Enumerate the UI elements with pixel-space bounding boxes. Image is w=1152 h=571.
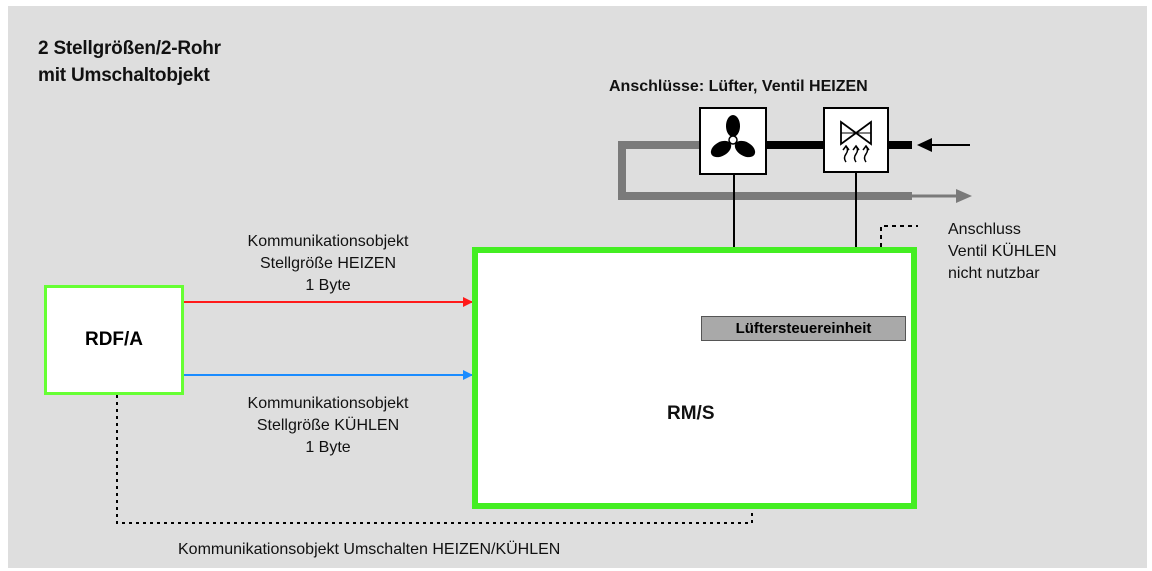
return-pipe xyxy=(618,141,912,200)
cooling-object-line-2: Stellgröße KÜHLEN xyxy=(256,417,400,434)
heating-object-line-2: Stellgröße HEIZEN xyxy=(259,255,397,272)
inflow-arrowhead xyxy=(917,138,932,152)
title-line-2: mit Umschaltobjekt xyxy=(38,65,210,86)
switchover-object-label: Kommunikationsobjekt Umschalten HEIZEN/K… xyxy=(178,541,561,558)
outflow-arrowhead xyxy=(956,189,972,203)
cooling-valve-note-line-1: Anschluss xyxy=(948,221,1021,238)
cooling-object-label: Kommunikationsobjekt Stellgröße KÜHLEN 1… xyxy=(218,393,438,459)
rdf-device: RDF/A xyxy=(44,285,184,395)
cooling-valve-note: Anschluss Ventil KÜHLEN nicht nutzbar xyxy=(948,219,1057,285)
heating-object-label: Kommunikationsobjekt Stellgröße HEIZEN 1… xyxy=(218,231,438,297)
fan-control-unit: Lüftersteuereinheit xyxy=(701,316,906,341)
cooling-valve-note-line-3: nicht nutzbar xyxy=(948,265,1040,282)
cooling-object-line-3: 1 Byte xyxy=(305,439,351,456)
rdf-label: RDF/A xyxy=(84,329,144,350)
heating-object-line-3: 1 Byte xyxy=(305,277,351,294)
heating-object-line-1: Kommunikationsobjekt xyxy=(247,233,409,250)
fan-icon xyxy=(699,107,767,175)
title-line-1: 2 Stellgrößen/2-Rohr xyxy=(38,38,221,59)
diagram-title: 2 Stellgrößen/2-Rohr mit Umschaltobjekt xyxy=(38,35,221,89)
valve-heating-icon xyxy=(823,107,889,173)
cooling-valve-note-line-2: Ventil KÜHLEN xyxy=(948,243,1057,260)
rms-label: RM/S xyxy=(667,403,715,424)
cooling-valve-dashed-wire xyxy=(880,225,918,247)
fan-control-label: Lüftersteuereinheit xyxy=(735,320,872,337)
cooling-object-line-1: Kommunikationsobjekt xyxy=(247,395,409,412)
rms-device xyxy=(472,247,917,509)
connections-title: Anschlüsse: Lüfter, Ventil HEIZEN xyxy=(609,78,868,95)
